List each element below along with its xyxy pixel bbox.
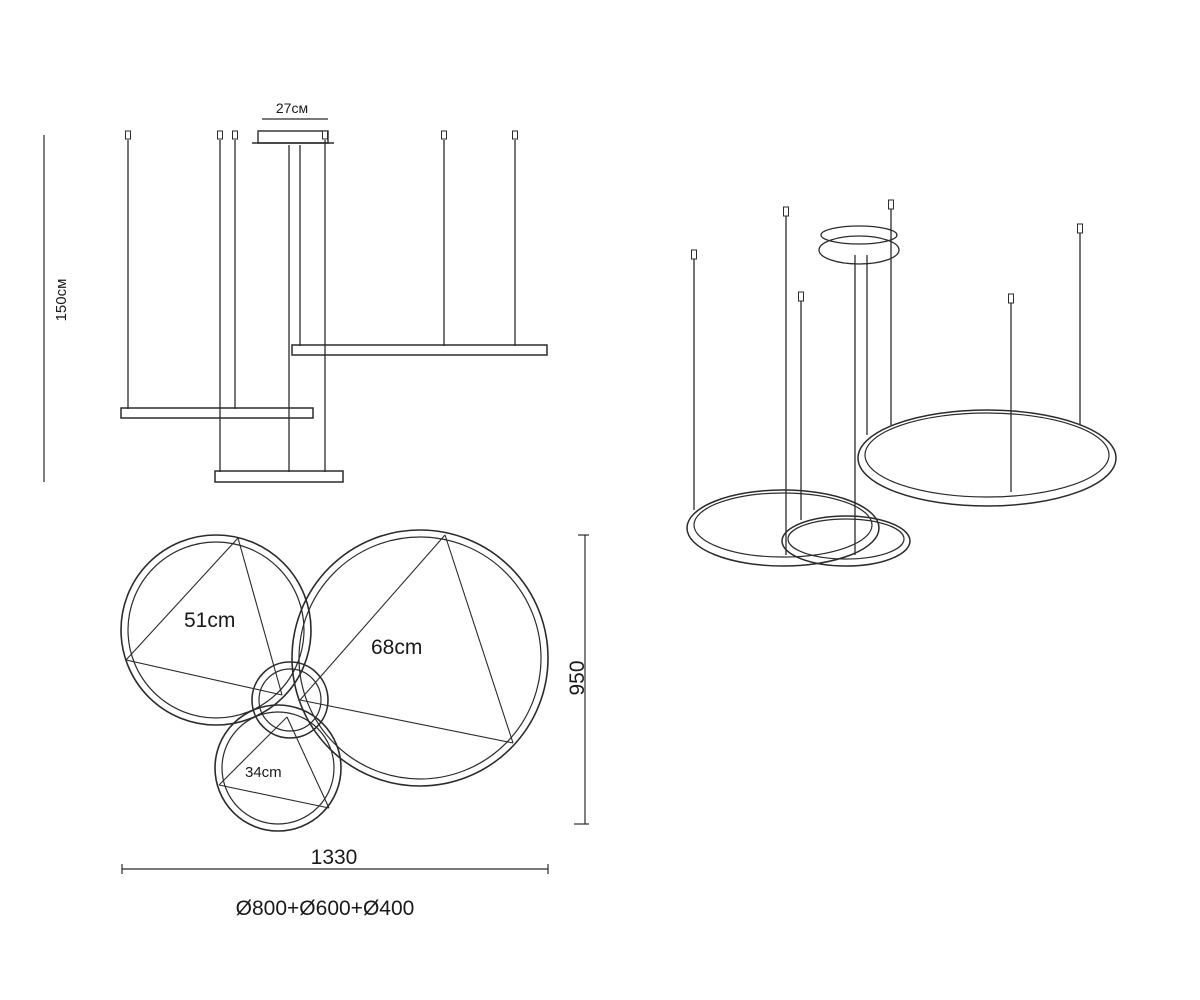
ring-set-label: Ø800+Ø600+Ø400 [236, 897, 415, 920]
ring-edge-upper [291, 344, 548, 356]
side-view: 150см 27см [43, 100, 548, 483]
plan-ring-small [214, 704, 342, 832]
perspective-ring-small [781, 515, 911, 567]
canopy [257, 130, 329, 144]
plan-ring-medium [120, 534, 312, 726]
perspective-canopy [820, 225, 898, 245]
perspective-wires [693, 208, 1081, 555]
perspective-canopy-bottom [818, 235, 900, 265]
plan-view: 51cm 68cm 34cm 950 1330 Ø800+Ø600+Ø400 [120, 529, 589, 920]
depth-label: 950 [566, 660, 589, 695]
width-label: 1330 [311, 846, 358, 869]
perspective-view [686, 199, 1117, 567]
diameter-medium-label: 51cm [184, 609, 235, 632]
canopy-width-label: 27см [276, 100, 308, 116]
ring-edge-lower [214, 470, 344, 483]
diameter-small-label: 34cm [245, 764, 282, 781]
plan-canopy [251, 661, 329, 739]
wire-caps [125, 130, 518, 140]
width-dimension [121, 864, 549, 874]
ring-edge-middle [120, 407, 314, 419]
diameter-measure-lines [125, 534, 514, 809]
diameter-large-label: 68cm [371, 636, 422, 659]
perspective-wire-caps [691, 199, 1083, 304]
depth-dimension [574, 534, 589, 825]
height-label: 150см [53, 279, 70, 322]
suspension-wires [127, 140, 516, 472]
perspective-ring-medium [686, 489, 880, 567]
perspective-ring-large [857, 409, 1117, 507]
